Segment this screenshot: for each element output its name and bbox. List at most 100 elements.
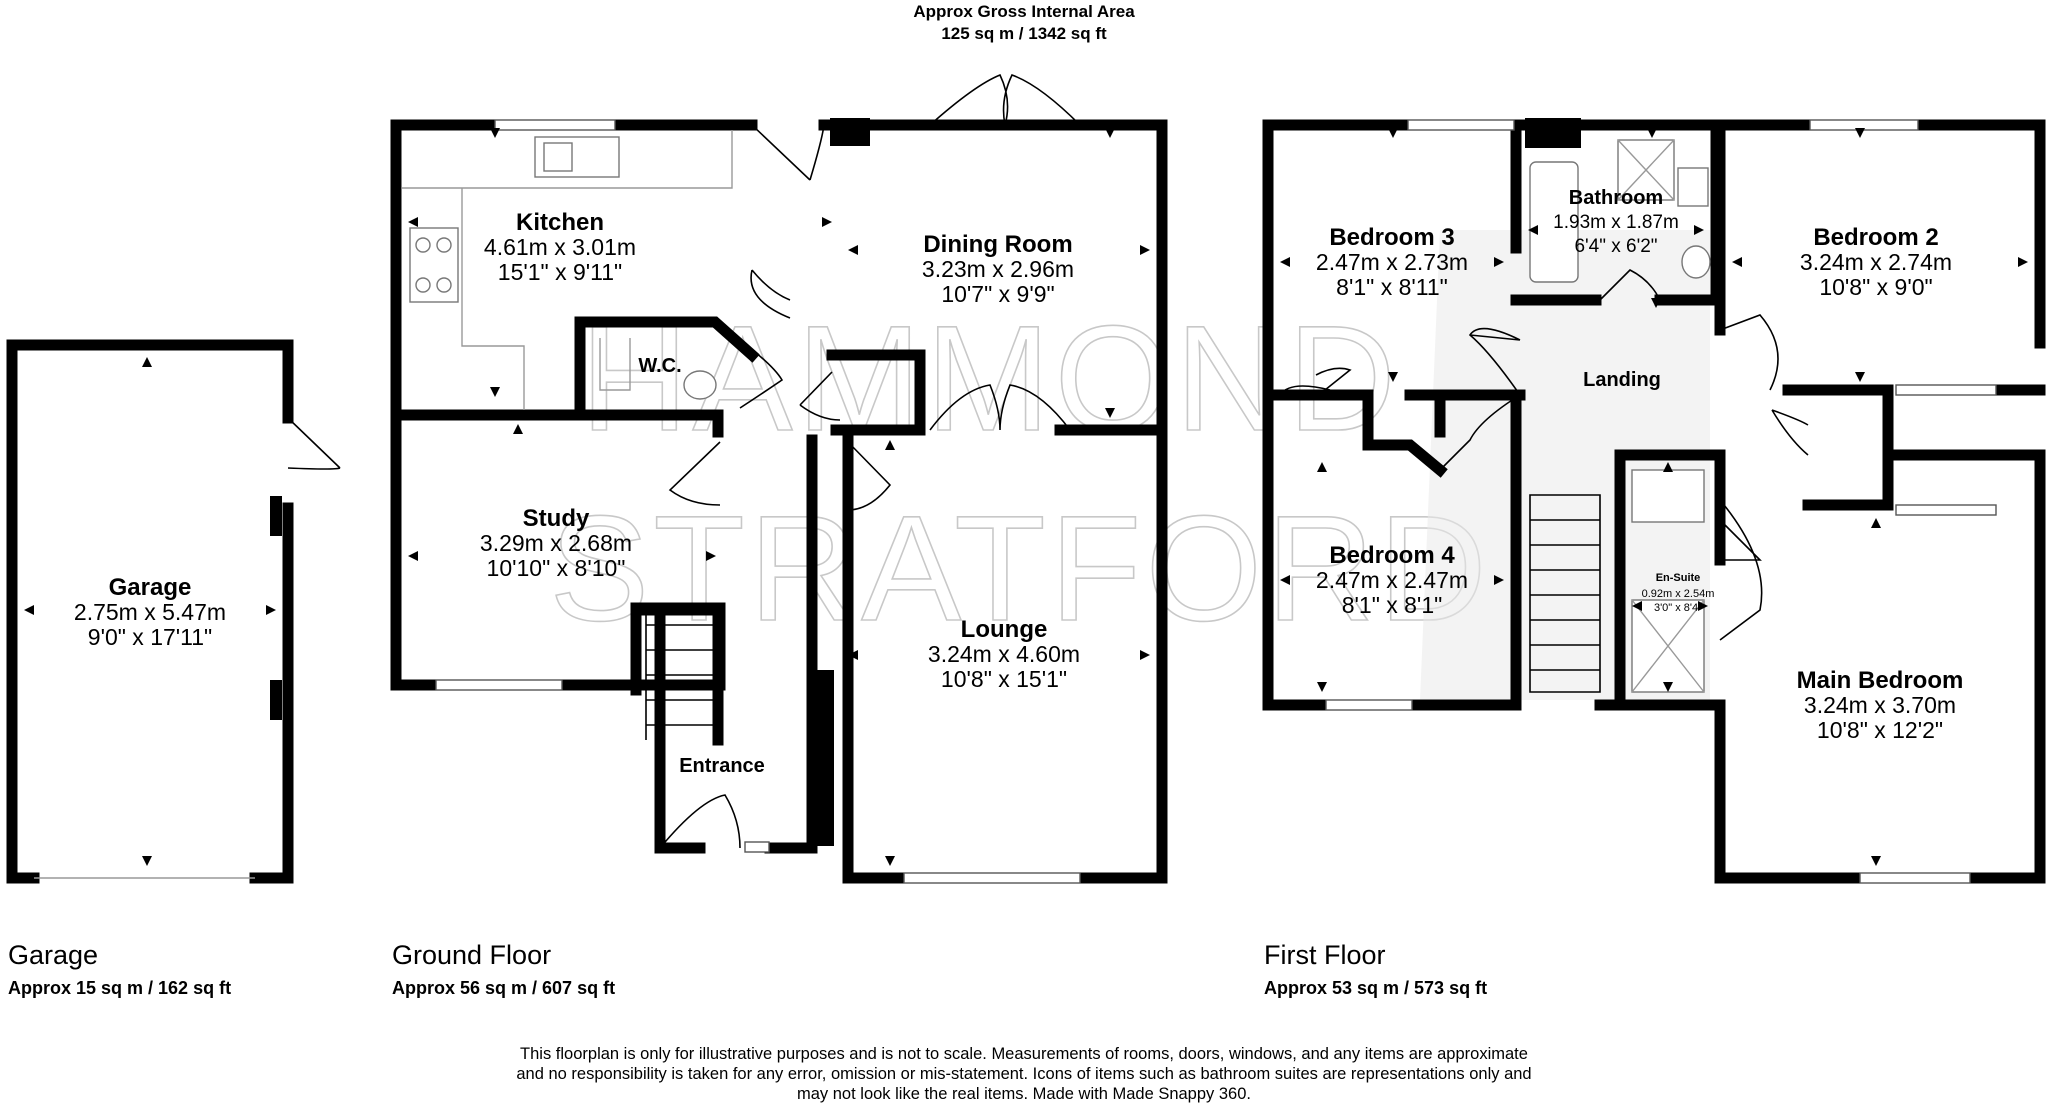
- hob-ring-1: [415, 237, 431, 253]
- arrow-right: [1698, 601, 1708, 611]
- arrow-right: [822, 217, 832, 227]
- bedroom4-imperial: 8'1" x 8'1": [1342, 592, 1443, 618]
- ensuite-toilet-area: [1631, 469, 1705, 523]
- gross-internal-area-value: 125 sq m / 1342 sq ft: [941, 24, 1107, 43]
- first-floor-plan: Bedroom 3 2.47m x 2.73m 8'1" x 8'11" Bat…: [1262, 118, 2046, 884]
- bathroom-door: [1599, 269, 1661, 301]
- kitchen-window: [494, 119, 616, 131]
- disclaimer-line-2: and no responsibility is taken for any e…: [516, 1065, 1532, 1083]
- ensuite-metric: 0.92m x 2.54m: [1642, 588, 1715, 600]
- dining-french-doors: [929, 73, 1081, 126]
- bedroom2-wall: [1714, 119, 2046, 396]
- dining-metric: 3.23m x 2.96m: [922, 256, 1074, 282]
- garage-plan: Garage 2.75m x 5.47m 9'0" x 17'11": [6, 339, 341, 884]
- ensuite-imperial: 3'0" x 8'4": [1654, 602, 1702, 614]
- arrow-down: [1647, 128, 1657, 138]
- main-bedroom-imperial: 10'8" x 12'2": [1817, 717, 1943, 743]
- main-bedroom-metric: 3.24m x 3.70m: [1804, 692, 1956, 718]
- kitchen-name: Kitchen: [516, 209, 604, 236]
- cupboard-door: [799, 371, 841, 421]
- arrow-down: [1388, 128, 1398, 138]
- garage-metric: 2.75m x 5.47m: [74, 599, 226, 625]
- gross-internal-area-title: Approx Gross Internal Area: [913, 2, 1135, 21]
- landing-door-1: [1468, 327, 1521, 396]
- arrow-down: [1663, 682, 1673, 692]
- disclaimer: This floorplan is only for illustrative …: [424, 1044, 1624, 1104]
- front-door: [659, 794, 741, 849]
- study-imperial: 10'10" x 8'10": [487, 555, 626, 581]
- bedroom3-name: Bedroom 3: [1329, 224, 1454, 251]
- ground-floor-label: Ground Floor: [392, 940, 552, 970]
- kitchen-back-door: [751, 124, 825, 181]
- arrow-down: [885, 856, 895, 866]
- ground-chimney: [812, 670, 834, 846]
- study-door: [668, 441, 721, 506]
- arrow-left: [1280, 257, 1290, 267]
- arrow-right: [1694, 225, 1704, 235]
- bathroom-metric: 1.93m x 1.87m: [1553, 212, 1679, 233]
- arrow-down: [142, 856, 152, 866]
- arrow-up: [513, 424, 523, 434]
- arrow-left: [1732, 257, 1742, 267]
- bathroom-basin: [1681, 245, 1711, 279]
- lounge-window: [903, 872, 1081, 884]
- main-bedroom-window: [1859, 872, 1971, 884]
- stair-wall: [630, 604, 724, 746]
- garage-wall-left: [6, 339, 40, 884]
- ground-floor-plan: Kitchen 4.61m x 3.01m 15'1" x 9'11" Dini…: [390, 73, 1168, 884]
- arrow-up: [1871, 518, 1881, 528]
- arrow-down: [1855, 372, 1865, 382]
- main-bedroom-top-wall: [1802, 384, 2046, 511]
- garage-imperial: 9'0" x 17'11": [88, 624, 212, 650]
- ensuite-wall: [1614, 449, 1726, 711]
- ground-wall-entrance-bottom: [654, 434, 818, 854]
- watermark-logo-shape: [1420, 230, 1710, 700]
- arrow-left: [848, 650, 858, 660]
- hob-ring-4: [436, 277, 452, 293]
- kitchen-worktop: [402, 130, 733, 410]
- dining-name: Dining Room: [923, 231, 1072, 258]
- arrow-right: [1140, 650, 1150, 660]
- cupboard-wall: [826, 349, 926, 436]
- study-metric: 3.29m x 2.68m: [480, 530, 632, 556]
- garage-wall-top: [6, 339, 294, 424]
- first-stairs: [1529, 494, 1601, 693]
- bedroom2-metric: 3.24m x 2.74m: [1800, 249, 1952, 275]
- bedroom3-imperial: 8'1" x 8'11": [1336, 274, 1448, 300]
- study-name: Study: [523, 505, 590, 532]
- bathroom-toilet: [1677, 167, 1709, 207]
- wc-wall: [574, 316, 760, 414]
- arrow-up: [1317, 462, 1327, 472]
- kitchen-hob: [409, 227, 459, 303]
- ground-floor-area: Approx 56 sq m / 607 sq ft: [392, 978, 616, 998]
- arrow-down: [490, 387, 500, 397]
- arrow-left: [24, 605, 34, 615]
- arrow-down: [1651, 298, 1661, 308]
- arrow-down: [1317, 682, 1327, 692]
- wc-toilet: [599, 338, 631, 391]
- ground-wall-outer-right: [818, 119, 1168, 884]
- kitchen-hall-door: [750, 269, 791, 319]
- bed4-window: [1325, 699, 1413, 711]
- first-wall-block: [1525, 118, 1581, 148]
- arrow-right: [1140, 245, 1150, 255]
- hob-ring-2: [436, 237, 452, 253]
- ensuite-name: En-Suite: [1656, 572, 1701, 584]
- bed3-window: [1407, 119, 1515, 131]
- arrow-left: [1280, 575, 1290, 585]
- arrow-right: [706, 551, 716, 561]
- bed3-door: [1315, 367, 1352, 391]
- bedroom3-metric: 2.47m x 2.73m: [1316, 249, 1468, 275]
- first-floor-area: Approx 53 sq m / 573 sq ft: [1264, 978, 1488, 998]
- arrow-up: [885, 440, 895, 450]
- disclaimer-line-1: This floorplan is only for illustrative …: [520, 1045, 1528, 1063]
- lounge-name: Lounge: [961, 616, 1048, 643]
- arrow-right: [2018, 257, 2028, 267]
- ensuite-door: [1719, 499, 1763, 641]
- arrow-down: [1105, 408, 1115, 418]
- arrow-up: [142, 357, 152, 367]
- ground-wall-block: [830, 118, 870, 146]
- bedroom2-imperial: 10'8" x 9'0": [1819, 274, 1932, 300]
- landing-door-2: [1439, 394, 1521, 471]
